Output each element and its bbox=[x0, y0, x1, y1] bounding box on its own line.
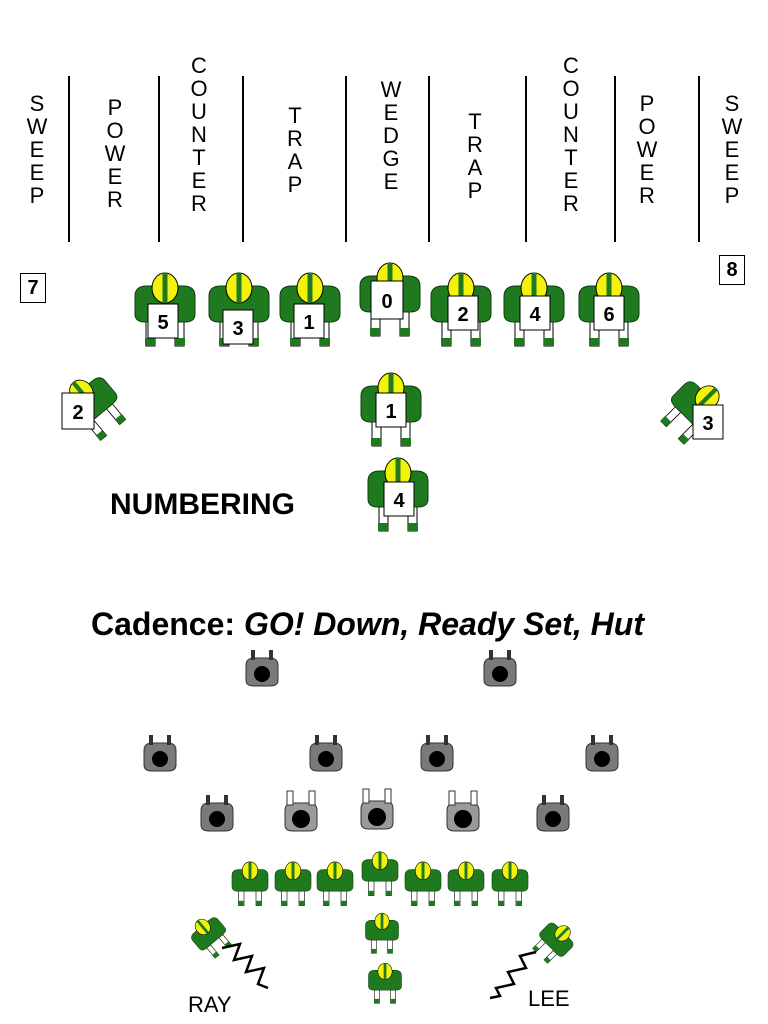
lineman bbox=[274, 861, 312, 906]
defender bbox=[446, 790, 480, 832]
center bbox=[361, 851, 399, 896]
left-end bbox=[184, 909, 237, 963]
defender bbox=[360, 788, 394, 830]
lineman-number: 4 bbox=[529, 304, 541, 326]
cadence-line: Cadence: GO! Down, Ready Set, Hut bbox=[91, 606, 644, 643]
hole-divider bbox=[242, 76, 244, 242]
hole-divider bbox=[428, 76, 430, 242]
gap-number-right: 8 bbox=[719, 255, 745, 285]
hole-divider bbox=[158, 76, 160, 242]
cadence-value: GO! Down, Ready Set, Hut bbox=[243, 606, 644, 642]
fullback bbox=[368, 962, 402, 1004]
quarterback-number: 1 bbox=[385, 401, 396, 423]
motion-path-right bbox=[489, 950, 537, 1000]
defender bbox=[309, 734, 343, 772]
lineman-number: 1 bbox=[303, 312, 314, 334]
hole-divider bbox=[68, 76, 70, 242]
lineman-number: 2 bbox=[457, 304, 468, 326]
hole-divider bbox=[698, 76, 700, 242]
defender bbox=[536, 794, 570, 832]
quarterback bbox=[365, 912, 399, 954]
left-end-number: 2 bbox=[72, 402, 83, 424]
defender bbox=[200, 794, 234, 832]
defender bbox=[483, 649, 517, 687]
hole-divider bbox=[614, 76, 616, 242]
lineman-number: 5 bbox=[157, 312, 168, 334]
lineman bbox=[404, 861, 442, 906]
receiver-label-left: RAY bbox=[188, 992, 232, 1017]
receiver-label-right: LEE bbox=[528, 986, 570, 1011]
hole-divider bbox=[525, 76, 527, 242]
gap-number-left: 7 bbox=[20, 273, 46, 303]
lineman bbox=[447, 861, 485, 906]
defender bbox=[420, 734, 454, 772]
defender bbox=[284, 790, 318, 832]
lineman bbox=[316, 861, 354, 906]
center-number: 0 bbox=[381, 291, 392, 313]
right-end bbox=[528, 915, 581, 968]
defense bbox=[143, 649, 619, 832]
fullback-number: 4 bbox=[393, 490, 405, 512]
hole-divider bbox=[345, 76, 347, 242]
cadence-label: Cadence: bbox=[91, 606, 236, 642]
lineman bbox=[491, 861, 529, 906]
lineman-number: 3 bbox=[232, 318, 243, 340]
defender bbox=[585, 734, 619, 772]
right-end-number: 3 bbox=[702, 413, 713, 435]
defender bbox=[143, 734, 177, 772]
numbering-title: NUMBERING bbox=[110, 488, 295, 521]
motion-path-left bbox=[221, 942, 269, 990]
lineman bbox=[231, 861, 269, 906]
defender bbox=[245, 649, 279, 687]
player-number-boxes: 5 3 1 0 2 4 6 1 4 2 3 bbox=[61, 280, 724, 517]
offense-small bbox=[184, 851, 581, 1004]
lineman-number: 6 bbox=[603, 304, 614, 326]
